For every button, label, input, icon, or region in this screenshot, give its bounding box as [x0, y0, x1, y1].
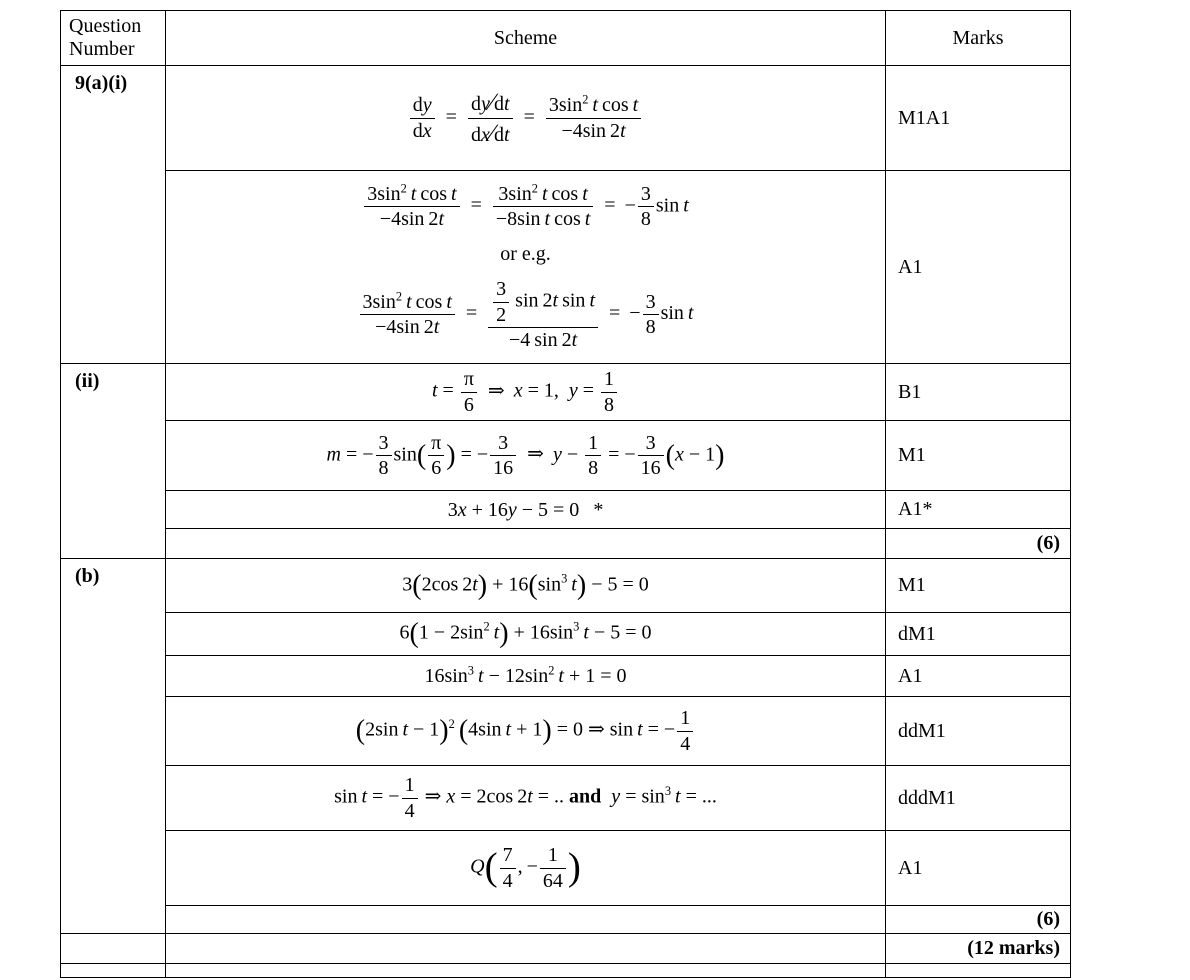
question-label-empty: [60, 963, 166, 978]
scheme-cell: 3x + 16y − 5 = 0 *: [165, 490, 886, 529]
header-marks: Marks: [885, 10, 1071, 66]
marks-cell: dddM1: [885, 765, 1071, 831]
formula-b1: 3(2cos 2t) + 16(sin3 t) − 5 = 0: [402, 569, 649, 601]
scheme-cell: 16sin3 t − 12sin2 t + 1 = 0: [165, 655, 886, 697]
formula-b4: (2sin t − 1)2 (4sin t + 1) = 0 ⇒ sin t =…: [174, 707, 877, 755]
formula-b2: 6(1 − 2sin2 t) + 16sin3 t − 5 = 0: [399, 618, 652, 650]
marks-cell: ddM1: [885, 696, 1071, 766]
row-9b-4: (2sin t − 1)2 (4sin t + 1) = 0 ⇒ sin t =…: [61, 696, 1071, 766]
row-9b-3: 16sin3 t − 12sin2 t + 1 = 0 A1: [61, 655, 1071, 697]
question-label-9b: (b): [60, 558, 166, 934]
marks-cell: M1: [885, 558, 1071, 613]
row-9b-2: 6(1 − 2sin2 t) + 16sin3 t − 5 = 0 dM1: [61, 612, 1071, 656]
formula-b3: 16sin3 t − 12sin2 t + 1 = 0: [424, 663, 627, 687]
scheme-cell: 3(2cos 2t) + 16(sin3 t) − 5 = 0: [165, 558, 886, 613]
marks-cell: B1: [885, 363, 1071, 421]
marks-cell: dM1: [885, 612, 1071, 656]
scheme-cell: 6(1 − 2sin2 t) + 16sin3 t − 5 = 0: [165, 612, 886, 656]
header-row: Question Number Scheme Marks: [60, 10, 1071, 66]
marks-cell: M1: [885, 420, 1071, 491]
question-label-empty: [60, 933, 166, 964]
marks-cell: A1: [885, 655, 1071, 697]
question-label-9aii: (ii): [60, 363, 166, 559]
scheme-cell-empty: [165, 933, 886, 964]
scheme-cell-empty: [165, 528, 886, 559]
row-9b-subtotal: (6): [61, 905, 1071, 934]
row-total: (12 marks): [60, 933, 1071, 964]
total-marks-cell: (12 marks): [885, 933, 1071, 964]
marks-cell: A1*: [885, 490, 1071, 529]
row-9ai-2: 3sin2 t cos t−4sin 2t=3sin2 t cos t−8sin…: [61, 170, 1071, 364]
marks-cell: M1A1: [885, 65, 1071, 171]
header-scheme: Scheme: [165, 10, 886, 66]
scheme-cell: (2sin t − 1)2 (4sin t + 1) = 0 ⇒ sin t =…: [165, 696, 886, 766]
subtotal-cell: (6): [885, 528, 1071, 559]
marks-cell-empty: [885, 963, 1071, 978]
row-9aii-subtotal: (6): [61, 528, 1071, 559]
subtotal-cell: (6): [885, 905, 1071, 934]
scheme-cell: 3sin2 t cos t−4sin 2t=3sin2 t cos t−8sin…: [165, 170, 886, 364]
scheme-cell-empty: [165, 963, 886, 978]
row-trailing-empty: [60, 963, 1071, 978]
marks-cell: A1: [885, 830, 1071, 906]
formula-simplify-1: 3sin2 t cos t−4sin 2t=3sin2 t cos t−8sin…: [362, 182, 689, 231]
question-label-9ai: 9(a)(i): [60, 65, 166, 364]
marks-cell: A1: [885, 170, 1071, 364]
or-eg-text: or e.g.: [500, 243, 551, 266]
formula-line-equation: 3x + 16y − 5 = 0 *: [447, 498, 604, 521]
scheme-cell-empty: [165, 905, 886, 934]
row-9b-1: (b) 3(2cos 2t) + 16(sin3 t) − 5 = 0 M1: [60, 558, 1071, 934]
row-9aii-3: 3x + 16y − 5 = 0 * A1*: [61, 490, 1071, 529]
header-question-number: Question Number: [60, 10, 166, 66]
